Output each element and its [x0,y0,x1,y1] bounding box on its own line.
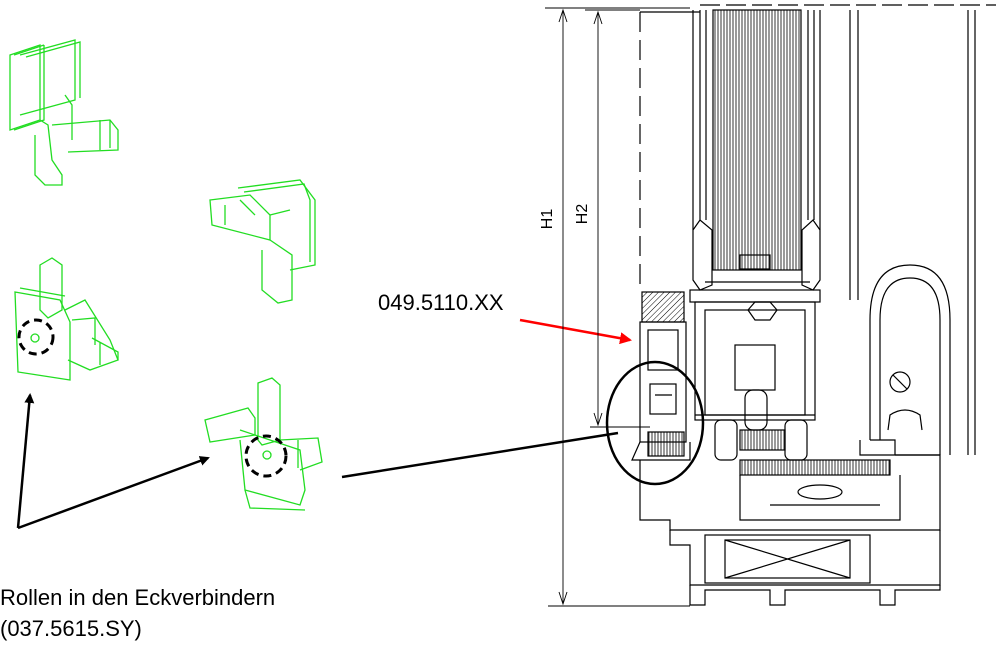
dimension-label-h1: H1 [539,208,557,230]
caption-line-2: (037.5615.SY) [0,616,142,641]
part-number-label: 049.5110.XX [378,290,504,315]
detail-circle [605,360,705,486]
part-pointer-arrow [519,318,632,345]
roller-highlight-right [244,434,288,478]
corner-connector-middle-left [14,257,119,381]
dimension-label-h2: H2 [574,203,592,225]
corner-connector-bottom-center [204,377,323,511]
frame-profile-section [631,4,996,606]
roller-pointer-arrows [16,393,210,530]
roller-highlight-left [17,318,55,356]
detail-leader-line [341,431,619,479]
dimension-lines [545,7,690,607]
corner-connector-top-right [209,179,316,304]
corner-connector-top-left [9,39,119,186]
caption-line-1: Rollen in den Eckverbindern [0,585,276,610]
